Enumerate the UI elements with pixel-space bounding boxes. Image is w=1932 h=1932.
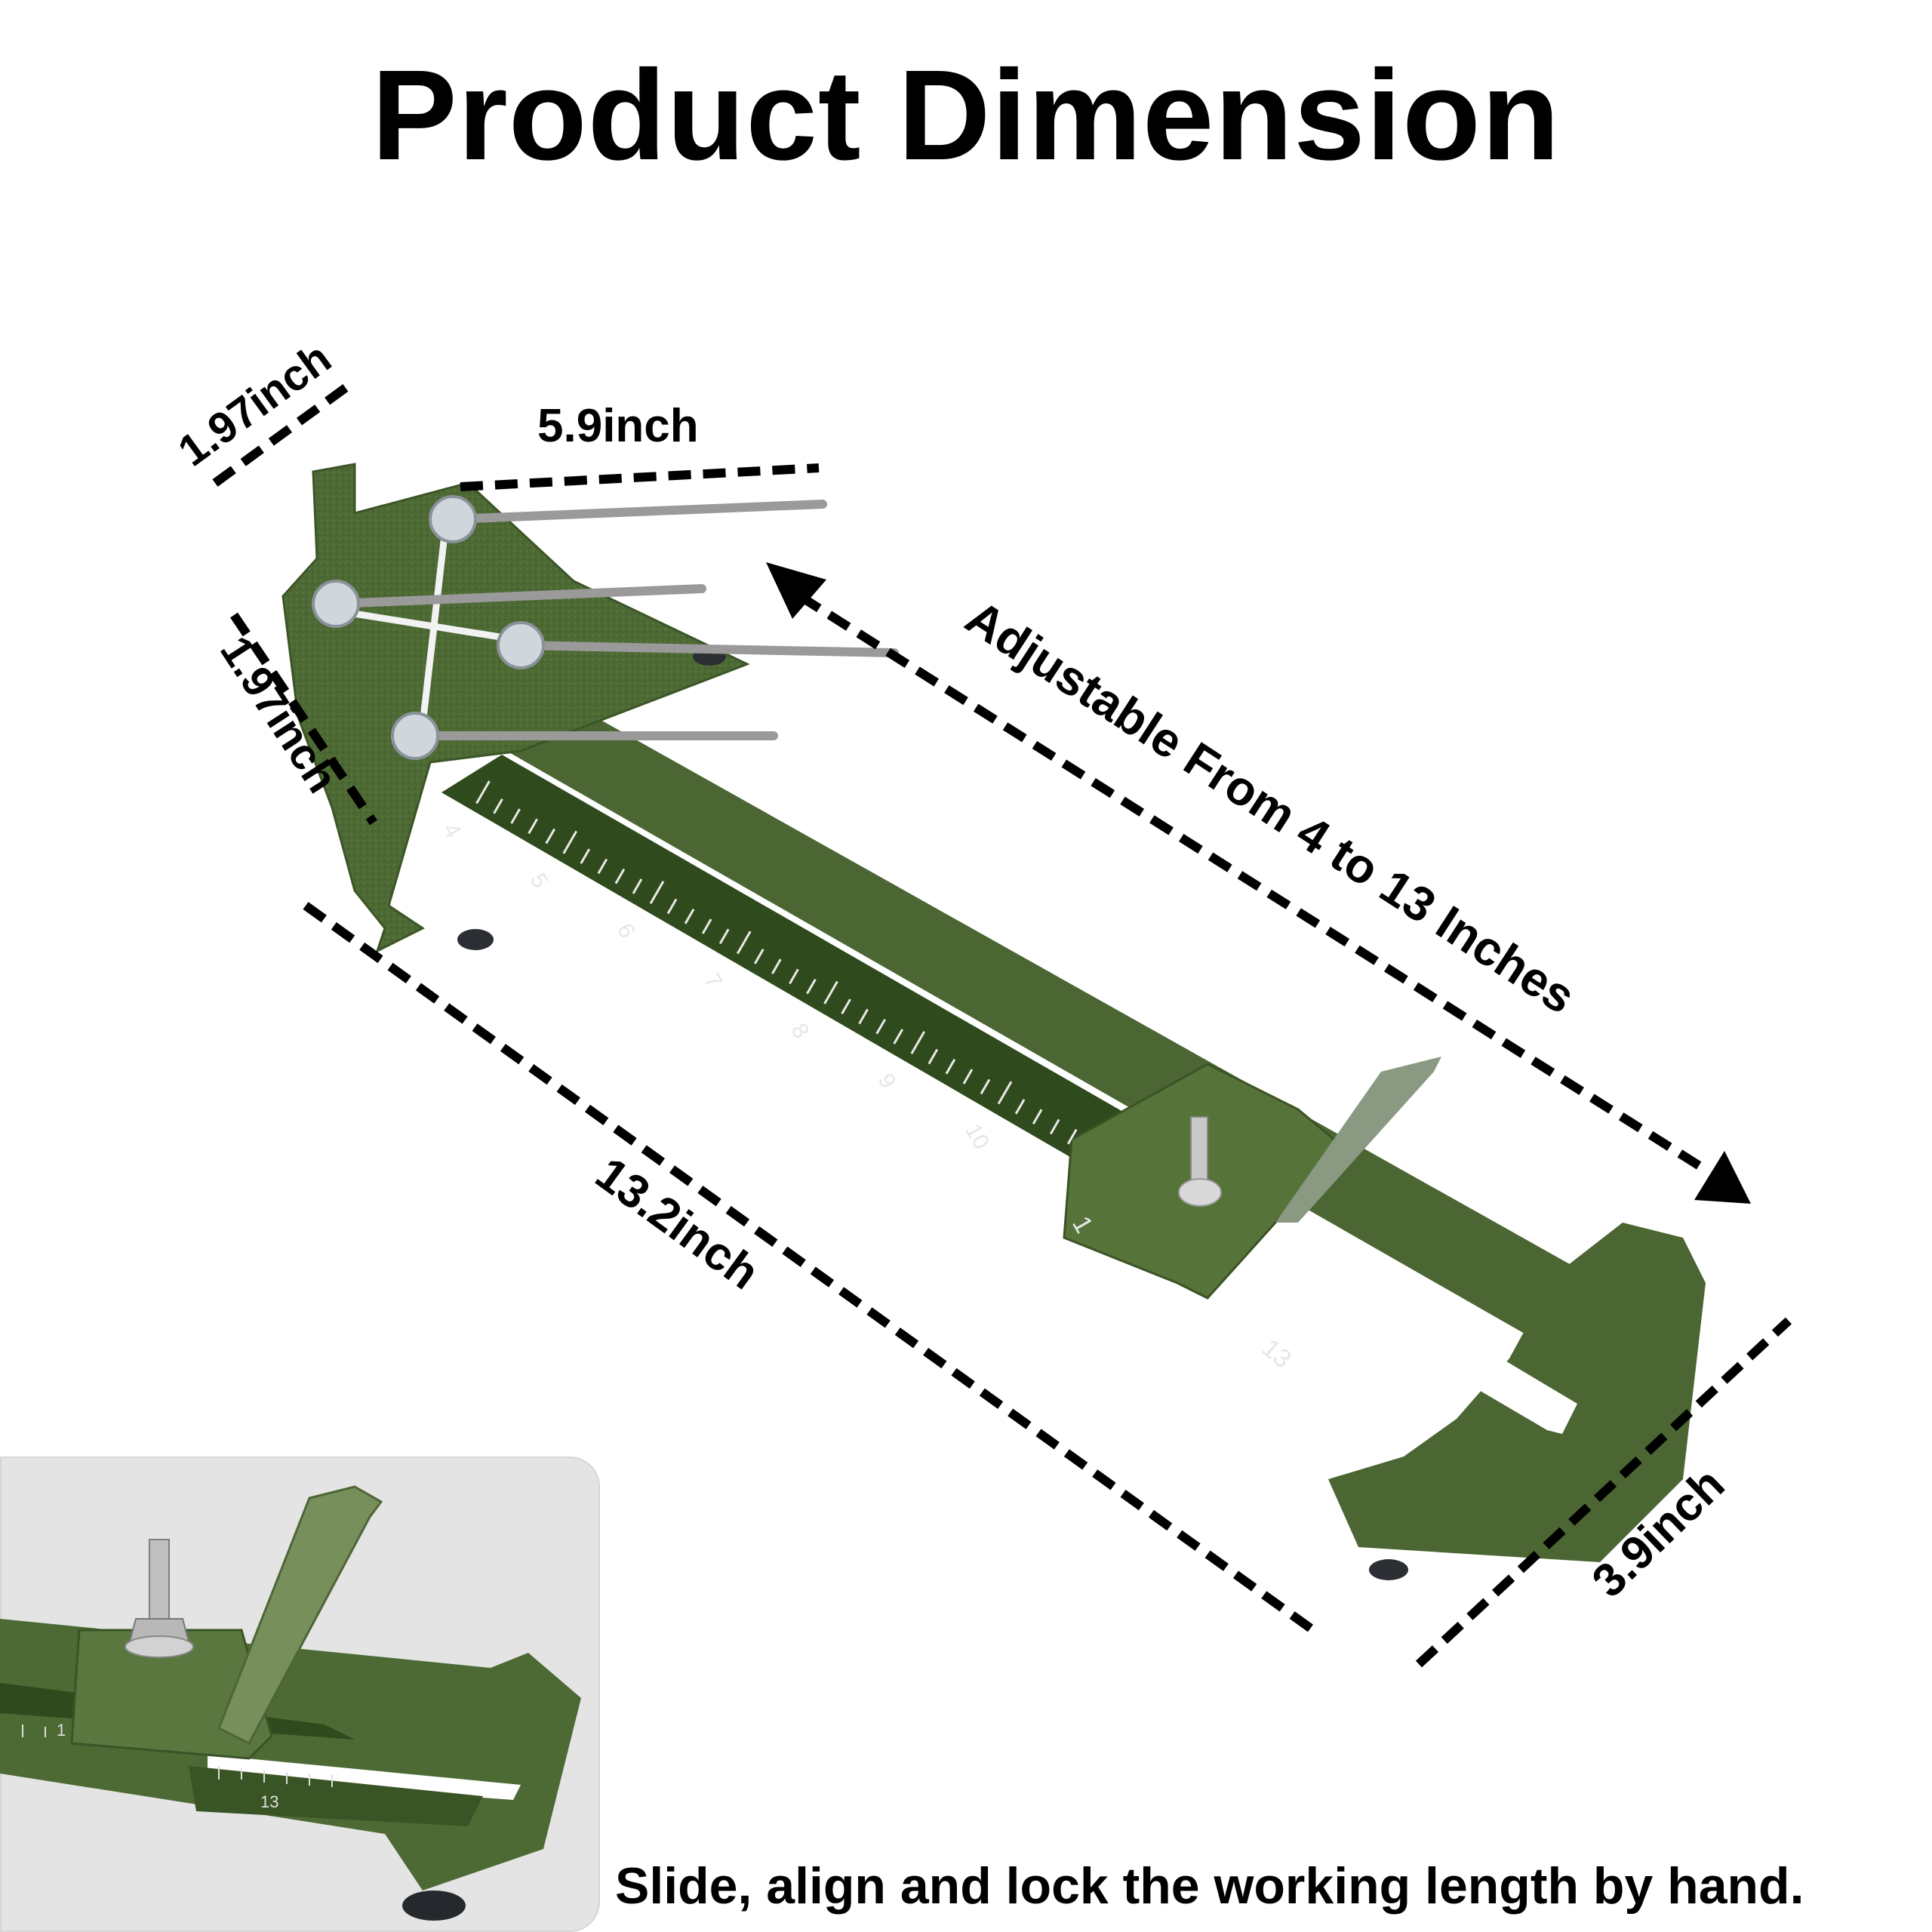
ruler-label: 10 [960,1119,994,1153]
ruler-tick [632,878,643,894]
ruler-tick [875,1018,886,1035]
slider-bolt [1190,1116,1208,1186]
ruler-tick [475,780,491,804]
arrow-head-end [1694,1151,1751,1204]
ruler-tick [614,868,626,884]
arrow-head-start [766,562,826,619]
ruler-tick [701,918,712,934]
bar-slot [1238,1219,1577,1434]
ruler-tick [1014,1099,1026,1115]
inset-bolt [149,1539,170,1620]
ruler-tick [545,828,555,844]
ruler-tick [1049,1118,1060,1135]
ruler-tick [962,1069,974,1084]
ruler-tick [666,898,678,915]
pin-1 [448,500,827,524]
inset-rubber-foot [402,1890,466,1921]
ruler-tick [980,1078,991,1095]
ruler-label: 9 [873,1069,901,1093]
pin-nut-4 [391,712,439,760]
dim-line-base-depth [212,377,358,487]
ruler-tick [528,818,538,835]
rubber-foot [457,929,494,950]
slider-mark: 13 [1257,1334,1297,1374]
inset-mark-1: 1 [57,1721,66,1740]
ruler-tick [997,1081,1013,1105]
label-pin-length: 5.9inch [537,400,699,452]
dim-line-pin-spacing [230,612,377,826]
pin-3 [516,641,899,657]
detail-inset: 1 13 [0,1457,600,1932]
inset-mark-13: 13 [260,1792,278,1811]
ruler-tick [910,1031,926,1055]
ruler-tick [597,858,608,875]
caption: Slide, align and lock the working length… [615,1857,1804,1915]
ruler-tick [718,928,730,945]
ruler-tick [1032,1109,1043,1124]
page-title: Product Dimension [371,44,1561,187]
ruler-label: 7 [699,969,727,992]
dim-line-pin-length [460,463,820,491]
inset-slider-tab [217,1485,383,1745]
dim-line-adjustable [797,592,1709,1174]
ruler-tick [945,1059,956,1075]
main-bar [460,679,1630,1351]
pin-nut-3 [497,621,545,669]
slider-tab [1275,1057,1441,1223]
ruler-tick [493,798,503,814]
dimension-lines [212,377,1792,1668]
ruler-tick [823,980,838,1004]
ruler-tick [649,881,665,904]
label-adjustable-range: Adjustable From 4 to 13 Inches [956,589,1585,1024]
ruler-label: 5 [525,869,553,893]
ruler-tick [789,968,799,985]
ruler-tick [580,848,591,864]
jig-body [281,463,1706,1580]
ruler-tick [771,958,782,974]
dim-line-foot-width [1415,1317,1792,1668]
ruler-tick [1066,1128,1078,1145]
ruler-tick-marks [475,780,1078,1145]
ruler-tick [684,908,695,924]
ruler-tick [858,1008,869,1025]
cross-slots [339,528,529,725]
inset-illustration: 1 13 [0,1485,581,1921]
ruler-tick [893,1029,904,1044]
ruler-tick [510,808,521,824]
pin-2 [331,584,706,608]
adjustable-arrows [766,562,1751,1204]
ruler-tick [754,949,764,964]
ruler-label: 8 [786,1020,814,1043]
pin-nut-1 [429,495,477,543]
rubber-foot [1369,1559,1408,1580]
ruler-tick [736,931,752,955]
ruler-tick [562,830,578,854]
inset-slot [208,1755,521,1800]
head-plate [281,463,750,953]
ruler-label: 6 [612,919,640,943]
pins [312,495,899,760]
ruler-tick [806,978,817,995]
ruler-label: 4 [438,819,466,842]
ruler-tick [928,1048,939,1065]
ruler-strip [441,755,1132,1162]
ruler-tick [841,998,851,1014]
pin-nut-2 [312,580,360,628]
